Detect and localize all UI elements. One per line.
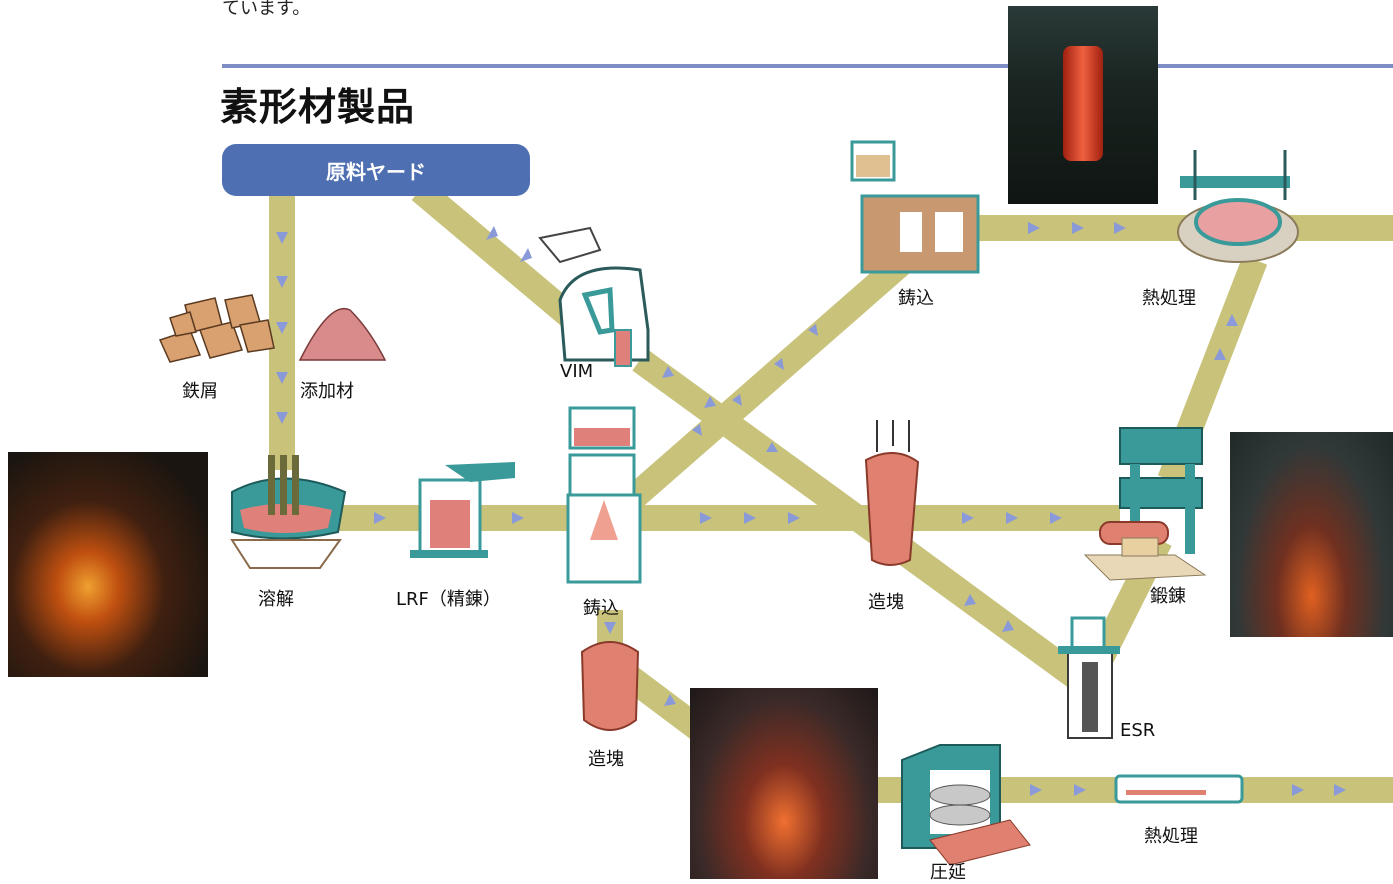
ingot-icon xyxy=(864,420,920,566)
arrow xyxy=(1028,222,1040,234)
forging-press-icon xyxy=(1083,427,1207,581)
esr-icon xyxy=(1058,616,1120,739)
label-scrap: 鉄屑 xyxy=(182,381,218,402)
label-forging: 鍛錬 xyxy=(1150,586,1186,607)
lrf-icon xyxy=(410,462,515,558)
flow-arrows xyxy=(276,222,1346,796)
arrow xyxy=(692,424,702,436)
arrow xyxy=(700,512,712,524)
arrow xyxy=(962,512,974,524)
label-casting-top: 鋳込 xyxy=(898,288,934,309)
arrow xyxy=(486,226,498,240)
arrow xyxy=(1072,222,1084,234)
label-heat-treatment-top: 熱処理 xyxy=(1142,288,1196,309)
section-rule xyxy=(222,64,1393,68)
label-additive: 添加材 xyxy=(300,381,354,402)
arrow xyxy=(374,512,386,524)
arrow xyxy=(766,442,778,452)
arrow xyxy=(1226,314,1238,326)
arrow xyxy=(1030,784,1042,796)
ingot-bottom-icon xyxy=(580,641,640,731)
arrow xyxy=(774,358,784,370)
arrow xyxy=(1214,348,1226,360)
arrow xyxy=(704,396,716,408)
rolling-mill-icon xyxy=(901,744,1031,866)
arrow xyxy=(512,512,524,524)
path-ingot-to-esr xyxy=(882,529,1088,691)
label-rolling: 圧延 xyxy=(930,862,966,883)
heat-treatment-furnace-bottom-icon xyxy=(1114,774,1244,804)
mold-casting-icon xyxy=(850,140,980,274)
label-heat-treatment-bottom: 熱処理 xyxy=(1144,826,1198,847)
rolling-photo xyxy=(690,688,878,879)
arrow xyxy=(1006,512,1018,524)
arrow xyxy=(520,248,532,262)
label-vim: VIM xyxy=(560,361,594,382)
arrow xyxy=(1334,784,1346,796)
arrow xyxy=(662,366,674,378)
label-casting: 鋳込 xyxy=(583,598,619,619)
arrow xyxy=(744,512,756,524)
section-title: 素形材製品 xyxy=(220,85,416,129)
label-esr: ESR xyxy=(1120,720,1156,741)
path-casting-to-top-casting xyxy=(599,250,914,530)
label-melting: 溶解 xyxy=(258,589,294,610)
arrow xyxy=(664,694,676,706)
label-ingot-bottom: 造塊 xyxy=(588,749,624,770)
arrow xyxy=(1114,222,1126,234)
vim-furnace-icon xyxy=(538,226,650,367)
arrow xyxy=(276,322,288,334)
arrow xyxy=(276,412,288,424)
arrow xyxy=(276,276,288,288)
casting-photo xyxy=(1008,6,1158,204)
label-lrf: LRF（精錬） xyxy=(396,589,501,610)
arrow xyxy=(276,372,288,384)
intro-text-fragment: ています。 xyxy=(222,0,311,19)
casting-ladle-icon xyxy=(566,406,642,584)
label-ingot-mid: 造塊 xyxy=(868,592,904,613)
arrow xyxy=(1074,784,1086,796)
arrow xyxy=(732,394,742,406)
melting-furnace-icon xyxy=(230,455,347,569)
arrow xyxy=(964,594,976,606)
arrow xyxy=(808,324,818,336)
heat-treatment-furnace-icon xyxy=(1177,150,1299,263)
forging-photo xyxy=(1230,432,1393,637)
arrow xyxy=(1002,620,1014,632)
arrow xyxy=(1292,784,1304,796)
arrow xyxy=(604,622,616,634)
arrow xyxy=(276,232,288,244)
arrow xyxy=(788,512,800,524)
scrap-pile-icon xyxy=(158,294,275,363)
additive-pile-icon xyxy=(298,307,387,361)
arrow xyxy=(1050,512,1062,524)
melting-photo xyxy=(8,452,208,677)
raw-material-yard-button: 原料ヤード xyxy=(222,144,530,196)
